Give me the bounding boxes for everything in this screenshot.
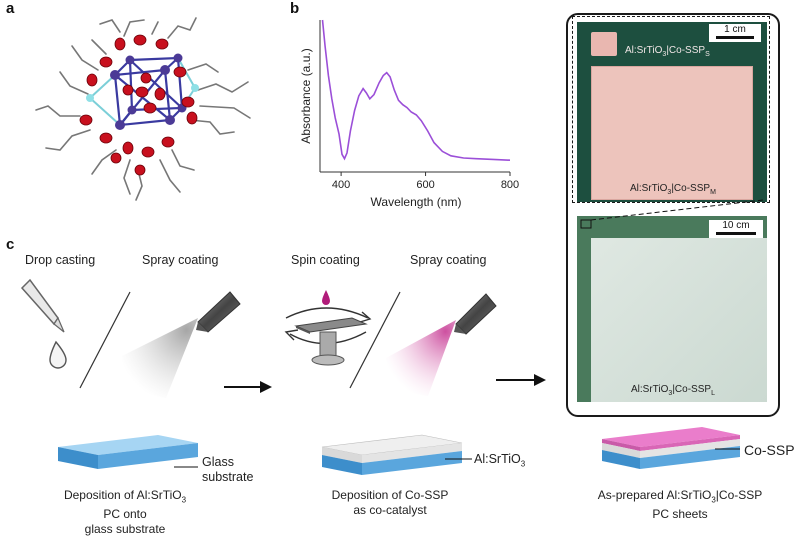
layer-stacks <box>50 425 740 485</box>
glass-substrate-stack <box>58 435 198 469</box>
caption-step2: Deposition of Co-SSP as co-catalyst <box>290 488 490 518</box>
spray-coating-label-1: Spray coating <box>142 253 218 267</box>
spray-coating-label-2: Spray coating <box>410 253 486 267</box>
spin-coater-icon <box>286 308 370 365</box>
spin-coating-label: Spin coating <box>291 253 360 267</box>
cossp-stack <box>602 427 740 469</box>
sheet-L: Al:SrTiO3|Co-SSPL <box>591 238 767 402</box>
arrow-right-icon-1 <box>224 381 272 393</box>
caption-step3: As-prepared Al:SrTiO3|Co-SSP PC sheets <box>580 488 780 522</box>
pipette-icon <box>22 280 64 332</box>
label-sheet-L: Al:SrTiO3|Co-SSPL <box>631 384 715 397</box>
absorbance-chart: 400 600 800 Absorbance (a.u.) Wavelength (… <box>280 12 540 227</box>
x-axis-label: Wavelength (nm) <box>371 195 462 209</box>
droplet-icon <box>50 342 66 368</box>
y-axis-label: Absorbance (a.u.) <box>299 48 313 143</box>
x-tick-label: 800 <box>501 179 519 191</box>
caption-step1: Deposition of Al:SrTiO3 PC onto glass su… <box>20 488 230 537</box>
cossp-label: Co-SSP <box>744 442 795 458</box>
x-tick-label: 600 <box>416 179 434 191</box>
spectrum-series-line <box>323 20 511 160</box>
srtio3-stack <box>322 435 472 475</box>
molecular-structure-figure <box>20 10 270 210</box>
panel-label-c: c <box>6 236 14 253</box>
panel-label-a: a <box>6 0 14 17</box>
pink-droplet-icon <box>322 290 330 305</box>
spray-nozzle-icon-2 <box>454 294 496 334</box>
arrow-right-icon-2 <box>496 374 546 386</box>
x-tick-label: 400 <box>332 179 350 191</box>
drop-casting-label: Drop casting <box>25 253 95 267</box>
spray-nozzle-icon-1 <box>196 292 240 332</box>
photo-zoom-frame <box>572 16 770 203</box>
chart-frame <box>320 20 510 172</box>
zoom-connector <box>577 196 777 246</box>
x-ticks: 400 600 800 <box>332 172 519 191</box>
srtio3-label: Al:SrTiO3 <box>474 452 525 469</box>
process-arrows <box>0 370 560 400</box>
